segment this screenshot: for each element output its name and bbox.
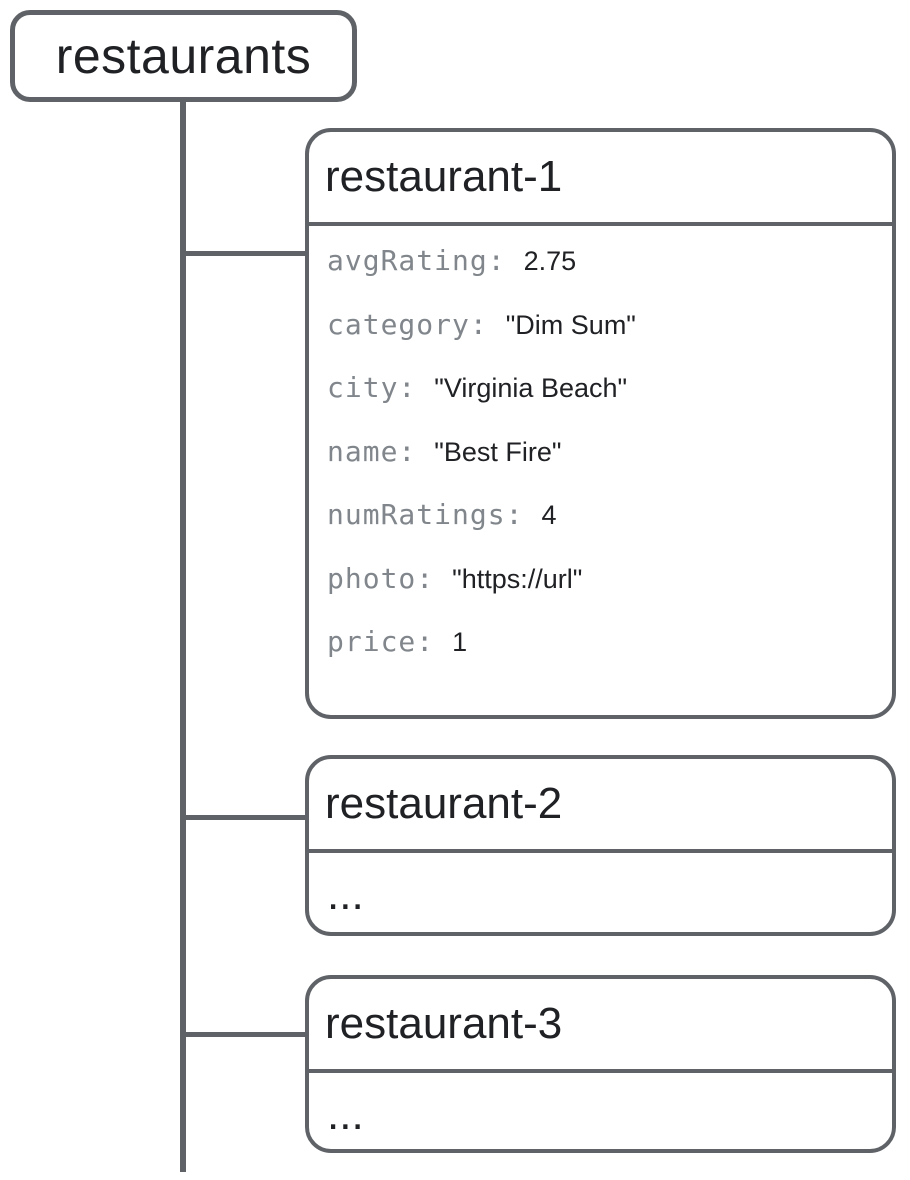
field-value: "https://url" [452, 563, 583, 594]
connector-line-restaurant-3 [183, 1032, 309, 1037]
field-key: avgRating: [327, 244, 506, 277]
collection-label: restaurants [55, 28, 312, 84]
field-value: "Dim Sum" [505, 309, 636, 340]
field-value: "Best Fire" [434, 436, 562, 467]
document-fields: avgRating: 2.75 category: "Dim Sum" city… [309, 226, 892, 689]
document-card-restaurant-1: restaurant-1 avgRating: 2.75 category: "… [305, 128, 896, 719]
field-key: category: [327, 307, 488, 341]
field-row: category: "Dim Sum" [327, 308, 892, 372]
field-key: photo: [327, 561, 435, 595]
field-key: price: [327, 625, 435, 658]
field-row: price: 1 [327, 625, 892, 689]
field-key: numRatings: [327, 498, 524, 531]
field-key: city: [327, 371, 417, 404]
document-title: restaurant-2 [309, 759, 892, 853]
truncated-fields-ellipsis: ... [327, 1089, 364, 1139]
document-card-restaurant-2: restaurant-2 ... [305, 755, 896, 936]
field-row: avgRating: 2.75 [327, 244, 892, 308]
document-card-restaurant-3: restaurant-3 ... [305, 975, 896, 1153]
field-row: photo: "https://url" [327, 562, 892, 626]
field-value: 4 [541, 500, 557, 530]
collection-node: restaurants [10, 10, 357, 102]
connector-line-restaurant-2 [183, 815, 309, 820]
document-title: restaurant-3 [309, 979, 892, 1073]
field-row: numRatings: 4 [327, 498, 892, 562]
tree-trunk-line [180, 100, 186, 1172]
truncated-fields-ellipsis: ... [327, 869, 364, 919]
document-title: restaurant-1 [309, 132, 892, 226]
field-value: 2.75 [523, 246, 577, 276]
field-row: name: "Best Fire" [327, 435, 892, 499]
field-key: name: [327, 434, 417, 468]
field-row: city: "Virginia Beach" [327, 371, 892, 435]
connector-line-restaurant-1 [183, 251, 309, 256]
field-value: 1 [452, 627, 468, 657]
field-value: "Virginia Beach" [434, 373, 628, 403]
